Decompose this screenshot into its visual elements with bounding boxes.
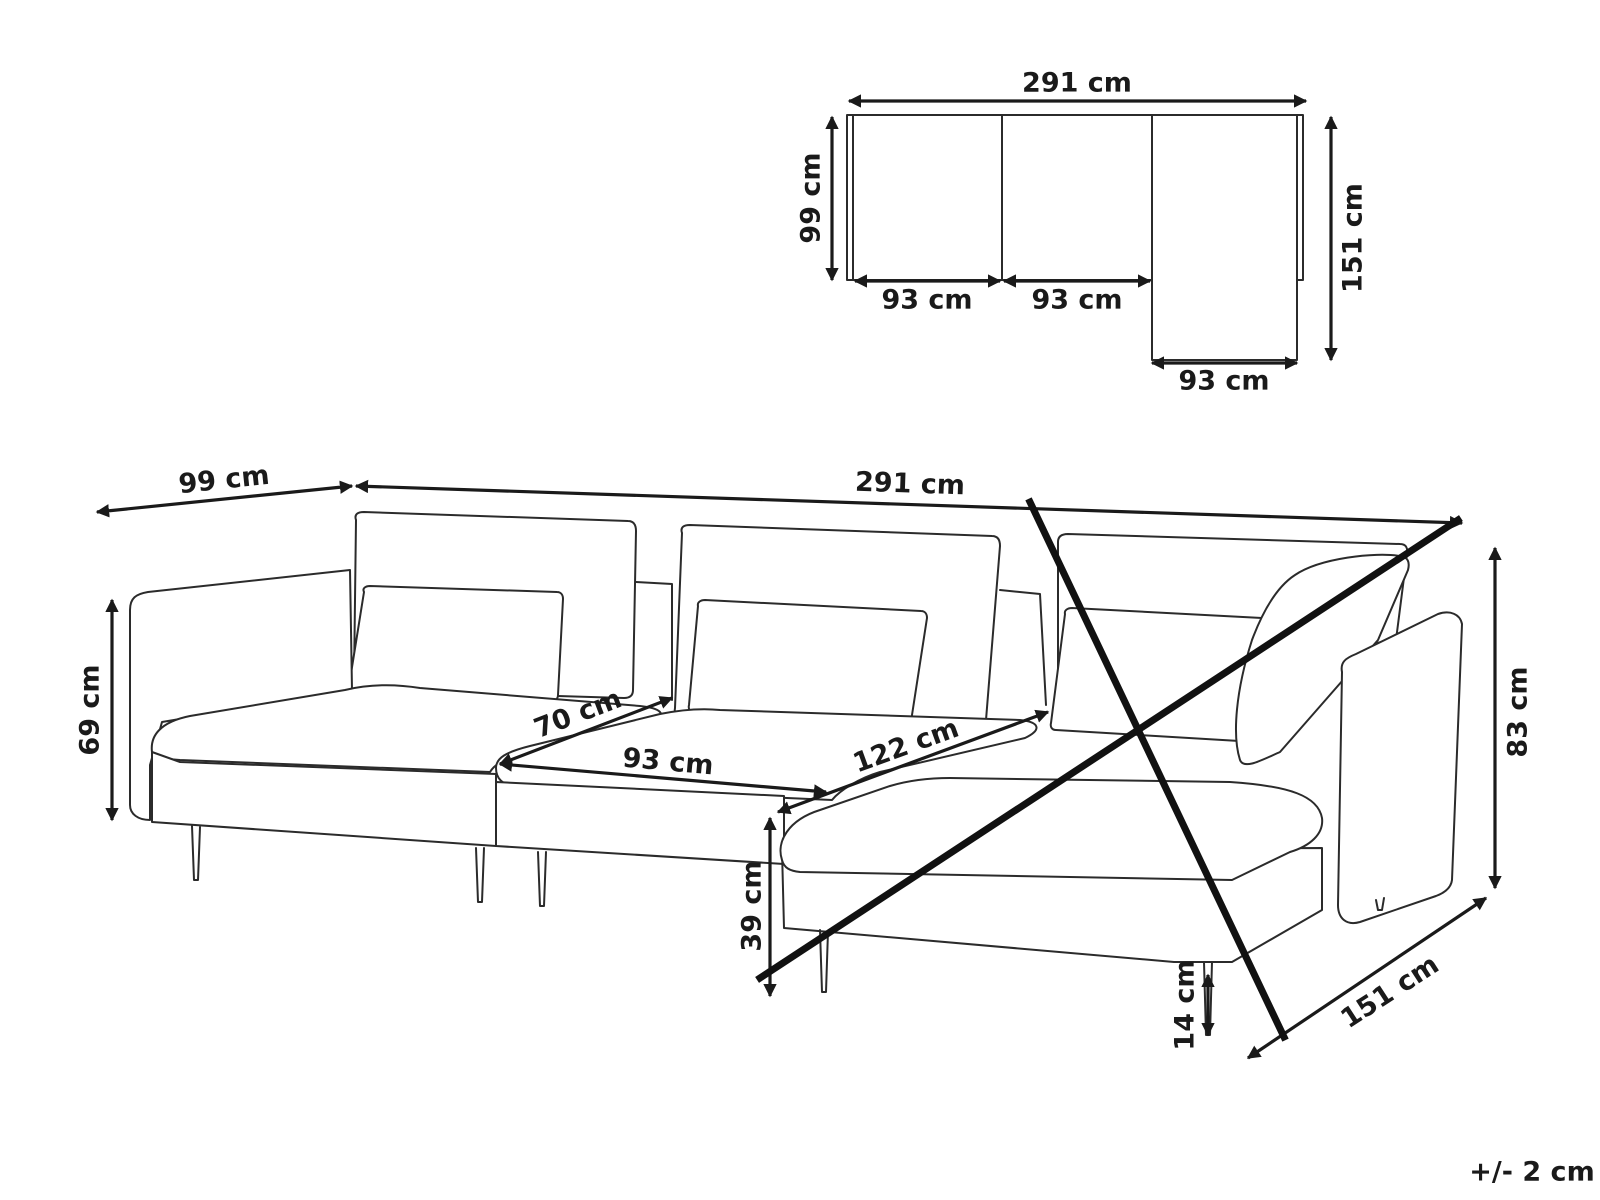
seat-height-label: 39 cm	[737, 860, 768, 951]
diagonal-cross-lines	[755, 497, 1463, 1042]
backrest-frame-2	[999, 589, 1047, 706]
tolerance-note: +/- 2 cm	[1469, 1157, 1594, 1188]
plan-sofa-outline	[852, 114, 1298, 361]
chaise-length-arrow	[1246, 896, 1488, 1060]
backrest-frame-1	[635, 581, 673, 701]
seat-base-middle	[495, 781, 785, 865]
front-depth-arrow	[95, 480, 354, 518]
chaise-seat-length-arrow	[776, 709, 1050, 815]
lumbar-pillow-left	[347, 585, 564, 702]
chaise-seat-cushion	[779, 777, 1324, 881]
left-armrest	[129, 569, 353, 821]
armrest-height-label: 69 cm	[75, 664, 106, 755]
plan-chaise-depth-label: 151 cm	[1338, 183, 1369, 293]
leg-4	[819, 929, 829, 993]
seat-width-arrow	[498, 758, 828, 798]
right-armrest	[1337, 611, 1463, 924]
total-height-label: 83 cm	[1503, 666, 1534, 757]
plan-chaise-width-label: 93 cm	[1178, 366, 1269, 397]
leg-3	[537, 851, 547, 907]
leg-height-label: 14 cm	[1170, 959, 1201, 1050]
front-width-label: 291 cm	[855, 467, 966, 502]
lumbar-pillow-middle	[687, 599, 928, 722]
plan-depth-label: 99 cm	[796, 152, 827, 243]
corner-pillow	[1235, 553, 1410, 766]
leg-2	[475, 847, 485, 903]
plan-seat-2-label: 93 cm	[1031, 285, 1122, 316]
cross-line-2	[755, 515, 1463, 983]
leg-1	[191, 825, 201, 881]
cross-line-1	[1025, 497, 1289, 1042]
front-width-arrow	[354, 479, 1464, 530]
seat-depth-arrow	[498, 696, 674, 766]
plan-view: 291 cm 99 cm 151 cm 93 cm 93 cm 93 cm	[796, 68, 1369, 397]
plan-width-label: 291 cm	[1022, 68, 1132, 99]
plan-seat-1-label: 93 cm	[881, 285, 972, 316]
